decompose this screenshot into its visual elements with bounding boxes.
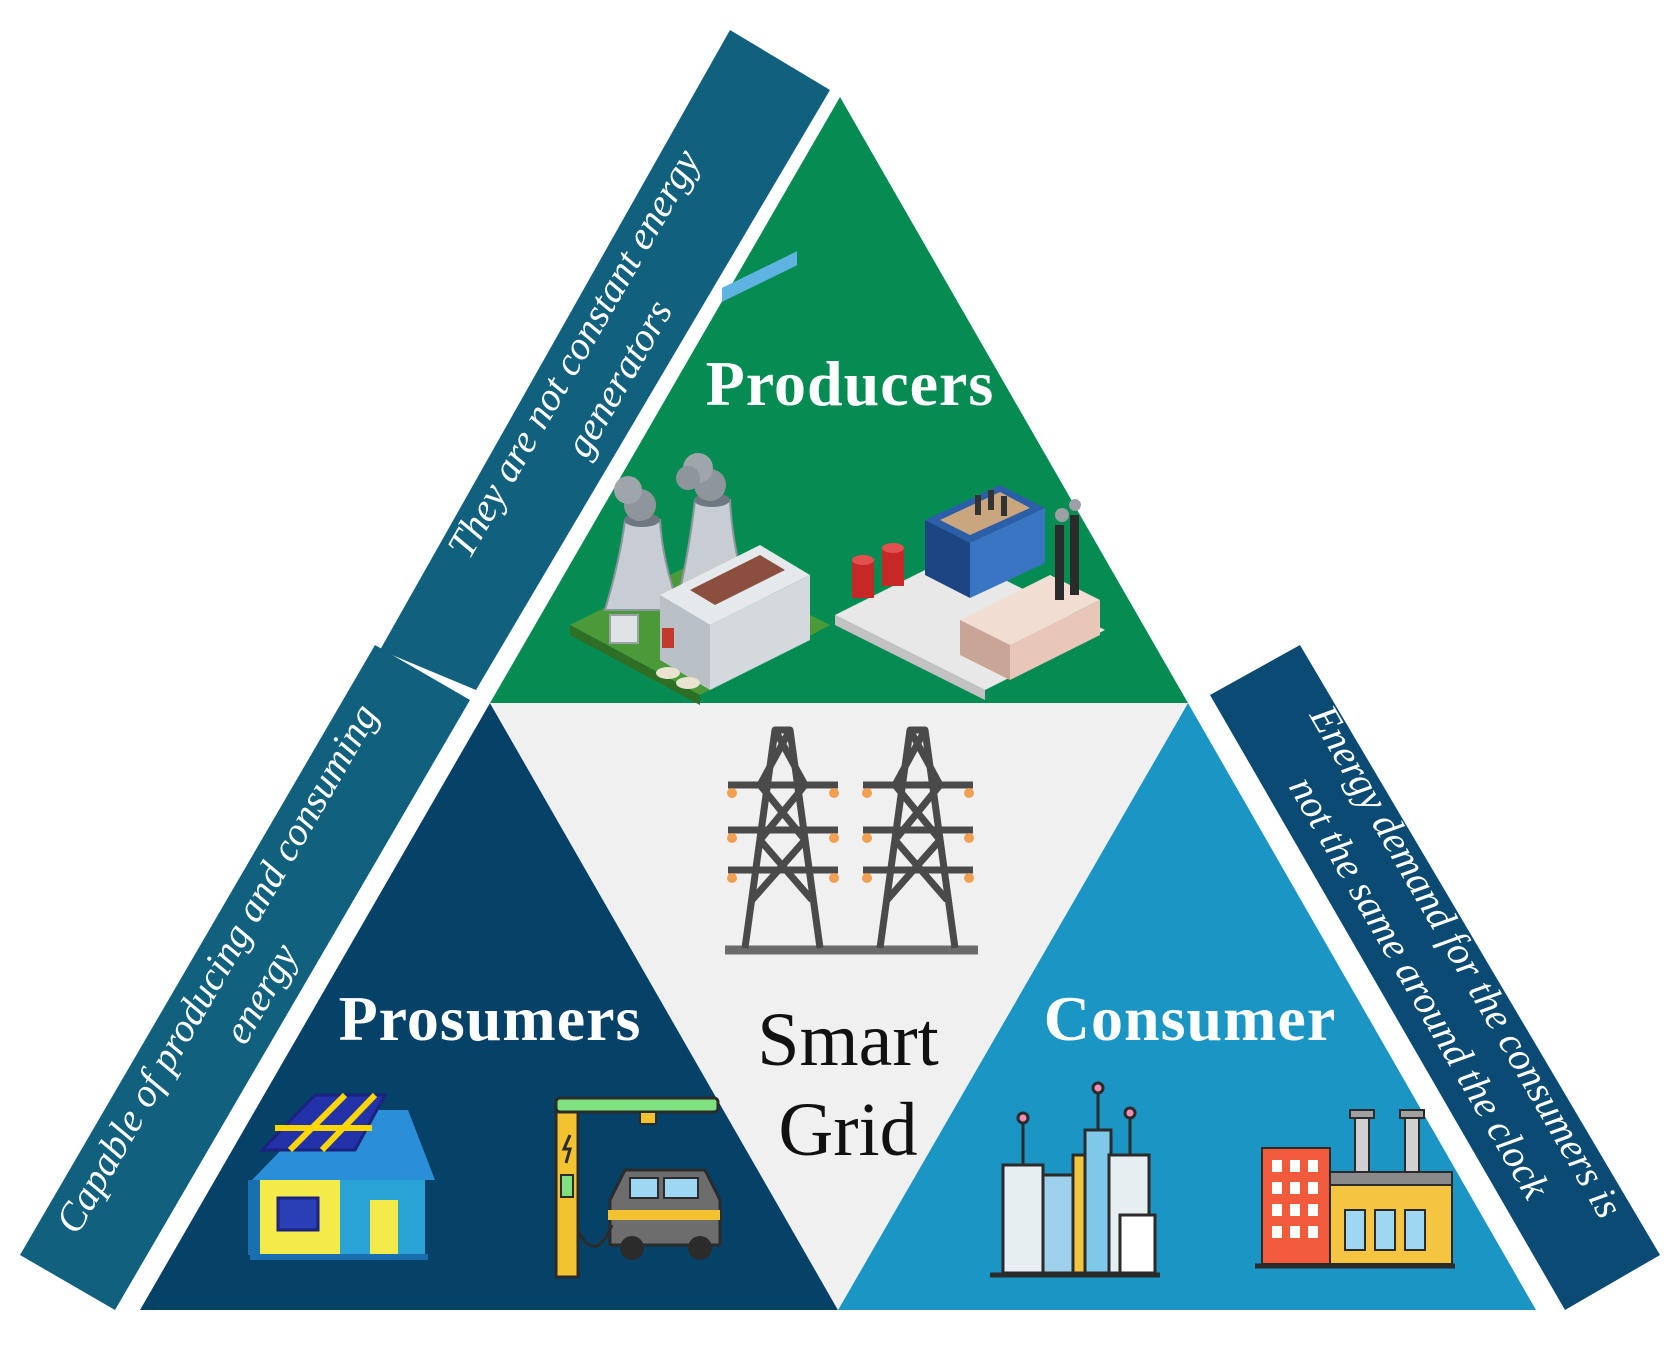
prosumers-title: Prosumers — [339, 983, 642, 1054]
smart-grid-triangle — [490, 703, 1188, 1310]
smart-grid-label-line2: Grid — [778, 1088, 917, 1172]
transmission-tower-icon — [725, 726, 978, 955]
ev-charging-icon — [554, 1096, 722, 1279]
city-buildings-icon — [990, 1081, 1160, 1278]
band-producers-note — [380, 30, 830, 690]
solar-house-icon — [248, 1092, 435, 1260]
power-plant-icon — [570, 251, 830, 705]
industrial-building-icon — [1255, 1109, 1455, 1269]
factory-icon — [835, 485, 1105, 700]
producers-title: Producers — [706, 348, 995, 419]
smart-grid-label-line1: Smart — [757, 998, 939, 1082]
consumer-title: Consumer — [1044, 983, 1336, 1054]
band-prosumers-note — [20, 645, 470, 1310]
band-consumer-note — [1210, 645, 1660, 1310]
